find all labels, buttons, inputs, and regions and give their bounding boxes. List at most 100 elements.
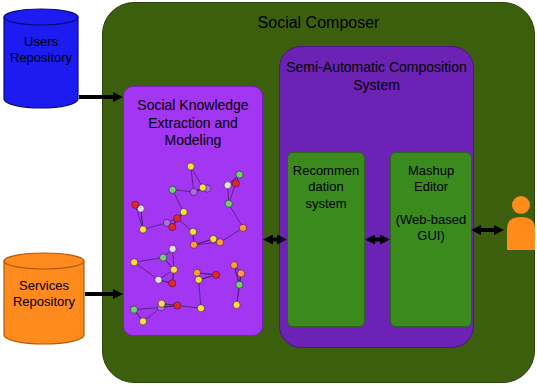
graph-dot (158, 300, 165, 307)
user-arrow (476, 228, 499, 232)
graph-dot (204, 185, 211, 192)
graph-dot (231, 261, 238, 268)
graph-dot (174, 302, 181, 309)
graph-link (172, 218, 177, 227)
graph-link (177, 212, 184, 218)
graph-link (234, 265, 239, 285)
graph-link (141, 209, 143, 230)
graph-link (163, 258, 174, 270)
graph-dot (174, 215, 181, 222)
graph-link (239, 273, 241, 284)
graph-link (194, 239, 213, 245)
node-label: Social Composer (255, 13, 383, 33)
module-box: Social Knowledge Extraction and Modeling (123, 86, 263, 336)
graph-link (162, 304, 178, 306)
graph-link (213, 239, 220, 242)
graph-link (173, 190, 194, 192)
graph-dot (189, 228, 196, 235)
graph-link (141, 209, 143, 230)
graph-link (229, 183, 236, 203)
graph-dot (239, 224, 246, 231)
graph-link (177, 212, 184, 218)
graph-link (197, 273, 216, 275)
graph-dot (199, 184, 206, 191)
graph-link (194, 187, 203, 191)
graph-link (172, 212, 183, 227)
graph-link (236, 175, 240, 184)
arrow-connector (85, 292, 118, 296)
graph-link (177, 306, 201, 309)
cylinder-body (4, 261, 84, 344)
graph-link (236, 175, 240, 184)
graph-dot (197, 305, 204, 312)
graph-dot (169, 186, 176, 193)
graph-dot (157, 304, 164, 311)
graph-dot (187, 163, 194, 170)
graph-dot (236, 171, 243, 178)
node-label: Recommen dation system (288, 163, 364, 212)
graph-dot (131, 259, 138, 266)
graph-link (161, 304, 163, 308)
graph-link (228, 183, 236, 185)
graph-dot (190, 241, 197, 248)
graph-link (191, 166, 194, 191)
graph-link (135, 205, 141, 209)
database-cylinder: Users Repository (3, 8, 79, 108)
arrow-connector (370, 238, 385, 242)
graph-link (234, 265, 239, 285)
graph-link (167, 223, 172, 227)
graph-link (167, 223, 172, 227)
graph-link (239, 273, 241, 284)
graph-link (197, 273, 199, 280)
graph-dot (232, 180, 239, 187)
graph-link (135, 205, 141, 209)
graph-dot (130, 306, 137, 313)
graph-dot (160, 254, 167, 261)
graph-link (172, 218, 177, 227)
graph-dot (139, 226, 146, 233)
graph-link (234, 265, 241, 273)
graph-link (172, 270, 174, 284)
social-network-graph (130, 163, 246, 325)
graph-link (228, 175, 240, 186)
cylinder-body (4, 17, 78, 108)
graph-dot (237, 270, 244, 277)
subsystem-box: Semi-Automatic Composition SystemRecomme… (279, 46, 474, 348)
graph-link (158, 270, 173, 280)
graph-link (237, 273, 241, 305)
graph-dot (193, 269, 200, 276)
graph-link (199, 280, 201, 309)
graph-link (134, 310, 143, 322)
graph-link (162, 304, 178, 306)
graph-link (167, 218, 177, 223)
node-label: (Web-based GUI) (391, 212, 471, 245)
graph-dot (169, 223, 176, 230)
graph-link (228, 183, 236, 185)
graph-dot (210, 235, 217, 242)
node-label: Semi-Automatic Composition System (280, 59, 473, 94)
user-icon (507, 196, 535, 250)
graph-link (143, 223, 167, 230)
component-box: Mashup Editor (Web-based GUI) (390, 152, 472, 327)
graph-link (220, 228, 243, 242)
graph-dot (213, 271, 220, 278)
graph-link (197, 273, 199, 280)
graph-link (237, 285, 240, 305)
graph-link (203, 187, 208, 188)
graph-dot (195, 276, 202, 283)
node-label: Social Knowledge Extraction and Modeling (124, 97, 262, 150)
system-container: Social ComposerSocial Knowledge Extracti… (102, 2, 535, 383)
graph-link (213, 239, 220, 242)
graph-link (177, 218, 193, 231)
graph-link (229, 204, 243, 228)
graph-dot (225, 200, 232, 207)
graph-link (161, 306, 177, 308)
node-label: Users Repository (3, 34, 79, 67)
graph-link (143, 307, 161, 321)
node-label: Mashup Editor (391, 163, 471, 196)
graph-dot (170, 266, 177, 273)
graph-link (191, 166, 203, 187)
